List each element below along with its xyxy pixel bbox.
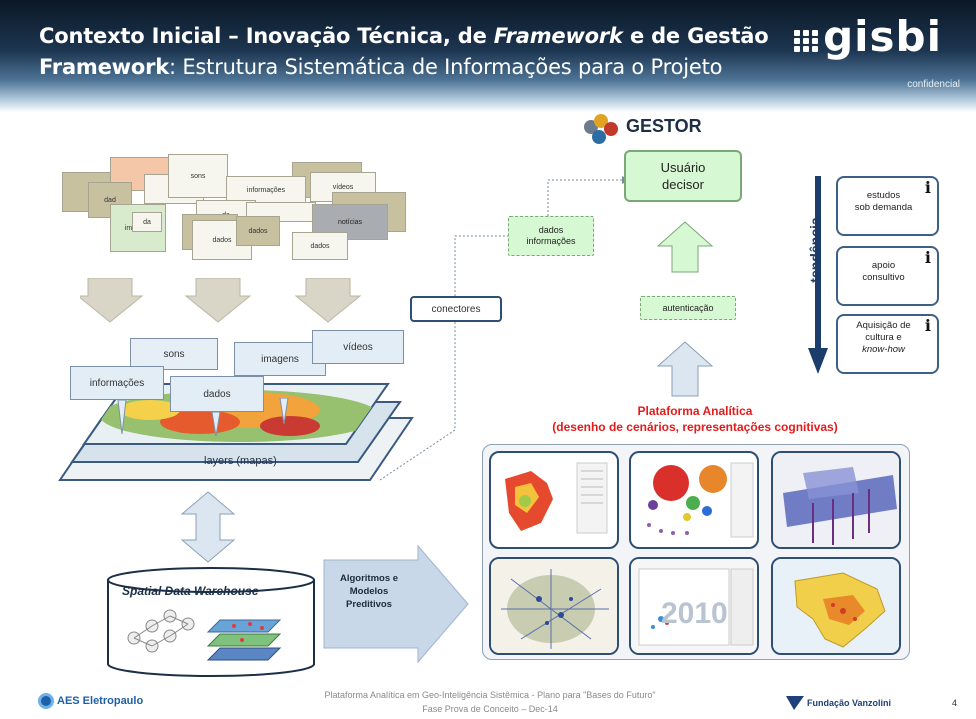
vanzolini-logo-text: Fundação Vanzolini <box>807 698 892 708</box>
aes-logo-icon <box>38 693 54 709</box>
gisbi-dots-icon <box>794 30 824 52</box>
collage-label-noticias: notícias <box>337 218 363 226</box>
slide-subtitle: Framework: Estrutura Sistemática de Info… <box>39 55 722 79</box>
tend-item-estudos-line1: estudos <box>866 190 901 201</box>
thumb-map-chart[interactable] <box>489 451 619 549</box>
collage-label-dados1: dados <box>212 236 232 244</box>
up-arrow-green-icon <box>656 221 714 273</box>
dados-line2: informações <box>526 236 576 246</box>
gestor-label: GESTOR <box>626 116 702 136</box>
callout-videos-text: vídeos <box>343 341 373 353</box>
info-icon[interactable]: i <box>924 316 931 335</box>
callout-dados-text: dados <box>203 388 231 400</box>
footer-line1: Plataforma Analítica em Geo-Inteligência… <box>324 690 656 700</box>
subtitle-bold: Framework <box>39 55 170 79</box>
info-icon[interactable]: i <box>924 178 931 197</box>
autenticacao-box: autenticação <box>640 296 736 320</box>
title-line1-emphasis: Framework <box>493 24 623 48</box>
callout-imagens: imagens <box>234 342 326 376</box>
thumb-country-map[interactable] <box>771 557 901 655</box>
collage-label-sons: sons <box>190 172 206 180</box>
data-sources-collage: dad sons vídeos informações da imagens n… <box>62 152 406 262</box>
vanzolini-logo-icon <box>786 696 804 710</box>
dados-informacoes-box: dados informações <box>508 216 594 256</box>
collage-label-dad: dad <box>104 196 116 204</box>
tend-item-aquisicao-line3: know-how <box>862 344 905 355</box>
tend-item-estudos: estudos sob demanda i <box>836 176 939 236</box>
tend-item-estudos-line2: sob demanda <box>854 202 913 213</box>
info-icon[interactable]: i <box>924 248 931 267</box>
callout-sons-text: sons <box>163 348 185 360</box>
tend-item-aquisicao-line2: cultura e <box>865 332 902 343</box>
warehouse-label: Spatial Data Warehouse <box>122 584 259 598</box>
year-label: 2010 <box>661 597 728 630</box>
platform-title: Plataforma Analítica <box>637 404 753 418</box>
thumb-3d-map[interactable] <box>771 451 901 549</box>
collage-label-dados2: dados <box>248 227 268 235</box>
platform-thumbnails-panel: 2010 <box>482 444 910 660</box>
confidential-label: confidencial <box>907 79 960 90</box>
callout-videos: vídeos <box>312 330 404 364</box>
algorithms-arrow <box>323 544 469 664</box>
vanzolini-logo: Fundação Vanzolini <box>786 696 891 710</box>
tend-item-apoio-line1: apoio <box>871 260 896 271</box>
callout-imagens-text: imagens <box>261 353 299 365</box>
usuario-line2: decisor <box>662 177 704 192</box>
algorithms-line2: Modelos <box>349 586 389 597</box>
collage-label-dados3: dados <box>310 242 330 250</box>
thumb-dense-map[interactable] <box>489 557 619 655</box>
tend-item-apoio: apoio consultivo i <box>836 246 939 306</box>
down-arrow-icon <box>294 278 362 323</box>
usuario-line1: Usuário <box>660 160 706 175</box>
connectors-text: conectores <box>431 303 481 315</box>
tendencia-label: tendência <box>807 217 823 283</box>
platform-subtitle: (desenho de cenários, representações cog… <box>552 420 838 434</box>
page-number: 4 <box>952 698 958 708</box>
callout-informacoes: informações <box>70 366 164 400</box>
thumb-bubble-chart[interactable] <box>629 451 759 549</box>
thumb-year-chart[interactable]: 2010 <box>629 557 759 655</box>
algorithms-line3: Preditivos <box>346 599 392 610</box>
collage-label-da3: da <box>143 218 151 226</box>
usuario-decisor-box: Usuário decisor <box>624 150 742 202</box>
autenticacao-text: autenticação <box>662 303 714 313</box>
tendencia-arrow-icon <box>808 176 828 374</box>
subtitle-rest: : Estrutura Sistemática de Informações p… <box>169 55 723 79</box>
callout-informacoes-text: informações <box>89 377 145 389</box>
down-arrows <box>80 278 362 323</box>
collage-label-videos: vídeos <box>332 183 354 191</box>
gestor-logo-icon <box>584 114 624 146</box>
connectors-box: conectores <box>410 296 502 322</box>
footer-line2: Fase Prova de Conceito – Dec-14 <box>422 704 558 714</box>
data-warehouse-cylinder <box>107 567 315 677</box>
aes-logo: AES Eletropaulo <box>38 693 143 709</box>
bidirectional-arrow-icon <box>180 491 236 563</box>
aes-logo-text: AES Eletropaulo <box>57 695 144 707</box>
callout-sons: sons <box>130 338 218 370</box>
slide-title: Contexto Inicial – Inovação Técnica, de … <box>39 24 769 48</box>
up-arrow-blue-icon <box>656 341 714 397</box>
gisbi-logo: gisbi <box>823 12 942 61</box>
tend-item-apoio-line2: consultivo <box>862 272 905 283</box>
down-arrow-icon <box>184 278 252 323</box>
algorithms-line1: Algoritmos e <box>339 573 399 584</box>
dados-line1: dados <box>538 225 564 235</box>
title-line1-text: Contexto Inicial – Inovação Técnica, de <box>39 24 494 48</box>
callout-pointers <box>117 398 289 437</box>
title-line1-end: e de Gestão <box>622 24 769 48</box>
slide-header: Contexto Inicial – Inovação Técnica, de … <box>0 0 976 112</box>
layers-caption: layers (mapas) <box>204 455 277 467</box>
down-arrow-icon <box>80 278 144 323</box>
tend-item-aquisicao-line1: Aquisição de <box>856 320 911 331</box>
algorithms-label: Algoritmos e Modelos Preditivos <box>326 572 412 611</box>
collage-label-informacoes: informações <box>246 186 286 194</box>
tend-item-aquisicao: Aquisição de cultura e know-how i <box>836 314 939 374</box>
